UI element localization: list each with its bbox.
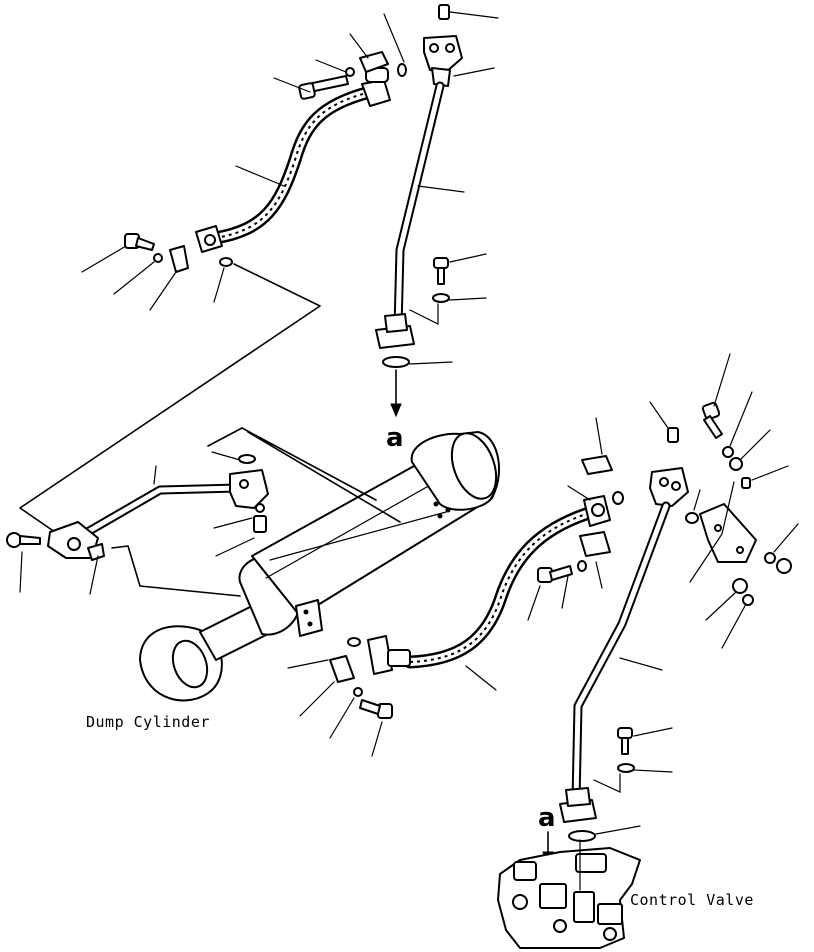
upper-bolt-lower	[124, 233, 155, 251]
lower-spacer	[741, 477, 751, 489]
upper-leader-lines	[81, 11, 499, 365]
left-tube-guide	[111, 545, 241, 597]
lower-split-flange-left	[329, 655, 355, 683]
lower-o-ring-right	[685, 512, 699, 524]
left-leader-lines	[19, 451, 255, 595]
upper-hose-fitting-top	[361, 67, 391, 107]
left-tube-bolt	[253, 503, 267, 533]
ref-arrowhead-upper	[390, 403, 402, 418]
upper-hose-fitting-bottom	[195, 225, 223, 253]
lower-bracket-bolt	[701, 401, 723, 439]
lower-bolt-left	[359, 699, 393, 719]
cylinder-rod-port	[295, 599, 323, 637]
left-end-bolt	[6, 532, 41, 548]
upper-washer-1	[345, 67, 355, 77]
control-valve: Control Valve	[497, 839, 754, 949]
upper-rigid-tube	[393, 81, 445, 333]
cylinder-head-end	[410, 431, 501, 511]
lower-nut-3	[732, 578, 748, 594]
upper-tube-bracket-line	[409, 303, 439, 325]
ref-letter-upper: a	[386, 423, 404, 453]
lower-washer-3	[742, 594, 754, 606]
cylinder-guide-lines	[207, 427, 401, 523]
lower-bolt-mid	[537, 565, 573, 583]
lower-washer-left	[353, 687, 363, 697]
lower-split-flange-top	[581, 455, 613, 475]
upper-washer-2	[153, 253, 163, 263]
upper-o-ring-2	[219, 257, 233, 267]
lower-hose-fitting-right	[583, 495, 611, 527]
upper-tube-flange	[375, 313, 415, 349]
lower-washer-1	[722, 446, 734, 458]
lower-tube-bracket-line	[593, 773, 621, 793]
upper-tube-clamp-bolt	[433, 257, 449, 285]
lower-nut-2	[776, 558, 792, 574]
upper-assembly	[19, 4, 499, 531]
lower-o-ring-top	[612, 491, 624, 505]
upper-hose	[208, 85, 377, 245]
lower-tube-bracket	[699, 503, 757, 563]
upper-to-cylinder-guide	[19, 263, 321, 531]
upper-flange-o-ring	[382, 356, 410, 368]
dump-cylinder: Dump Cylinder	[86, 431, 501, 731]
control-valve-label: Control Valve	[630, 891, 754, 909]
lower-hose-assembly	[287, 485, 611, 757]
cylinder-centerline	[269, 511, 447, 561]
lower-washer-2	[764, 552, 776, 564]
lower-hose	[403, 507, 593, 669]
ref-letter-lower: a	[538, 803, 556, 833]
lower-split-flange-mid	[579, 531, 611, 557]
lower-flange-block	[649, 467, 689, 507]
lower-flange-o-ring	[568, 830, 596, 842]
cylinder-rod-eye	[139, 625, 223, 702]
upper-o-ring-1	[397, 63, 407, 77]
lower-plug	[667, 427, 679, 443]
left-end-split-flange	[87, 543, 105, 561]
lower-tube-clamp-bolt	[617, 727, 633, 755]
lower-right-assembly	[527, 353, 799, 866]
left-cylinder-tube-assembly	[6, 427, 447, 597]
lower-right-leader-lines	[527, 353, 799, 835]
lower-tube-flange	[559, 787, 597, 823]
left-tube-flange-block	[229, 469, 269, 509]
lower-hose-fitting-left	[367, 635, 411, 675]
lower-leader-lines	[287, 485, 591, 757]
upper-plug	[438, 4, 450, 20]
lower-hose-o-ring-left	[347, 637, 361, 647]
lower-tube-washer	[617, 763, 635, 773]
lower-washer-mid	[577, 560, 587, 572]
lower-nut-1	[729, 457, 743, 471]
lower-rigid-tube	[571, 501, 671, 805]
upper-flange-block	[423, 35, 463, 87]
upper-tube-washer	[432, 293, 450, 303]
upper-split-flange-2	[169, 245, 189, 273]
dump-cylinder-label: Dump Cylinder	[86, 713, 210, 731]
left-tube-o-ring	[238, 454, 256, 464]
